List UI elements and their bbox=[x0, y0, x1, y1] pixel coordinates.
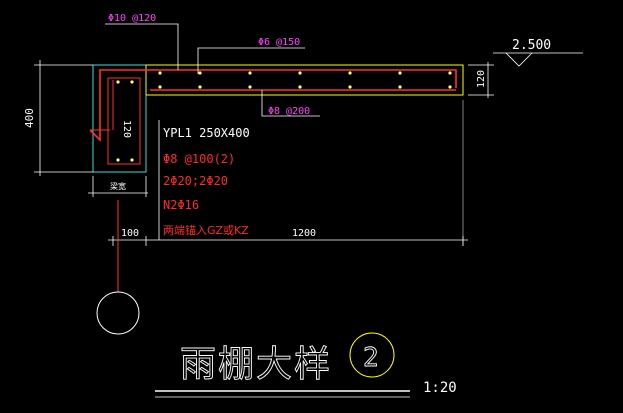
bottom-bar-callout: Φ8 @200 bbox=[268, 106, 310, 117]
detail-number-circle bbox=[349, 332, 395, 378]
right-slab-thickness: 120 bbox=[476, 70, 487, 88]
slab-outline bbox=[145, 64, 464, 96]
beam-outline bbox=[92, 64, 147, 173]
beam-stirrup bbox=[107, 77, 141, 165]
detail-number: 2 bbox=[363, 343, 379, 373]
dim-1200: 1200 bbox=[292, 228, 316, 239]
beam-height-dim: 400 bbox=[23, 108, 36, 128]
drawing-scale: 1:20 bbox=[423, 380, 457, 396]
bottom-bar-leader bbox=[261, 90, 320, 117]
side-bars-spec: N2Φ16 bbox=[163, 198, 199, 212]
main-bars-spec: 2Φ20;2Φ20 bbox=[163, 174, 228, 188]
dist-bar-callout: Φ6 @150 bbox=[258, 37, 300, 48]
axis-bubble bbox=[96, 291, 140, 335]
anchor-note: 两端锚入GZ或KZ bbox=[163, 223, 249, 237]
drawing-title: 雨棚大样 bbox=[180, 344, 332, 385]
stirrup-spec: Φ8 @100(2) bbox=[163, 152, 235, 166]
top-bar-leader bbox=[105, 23, 179, 70]
beam-name: YPL1 250X400 bbox=[163, 126, 250, 140]
left-slab-thickness: 120 bbox=[121, 120, 132, 138]
dim-100: 100 bbox=[121, 228, 139, 239]
beam-width-tag: 梁宽 bbox=[110, 181, 126, 191]
distribution-bar-dots bbox=[116, 71, 452, 162]
top-bar-callout: Φ10 @120 bbox=[108, 13, 156, 24]
top-rebar bbox=[89, 69, 457, 142]
elevation-triangle bbox=[505, 52, 533, 67]
dist-bar-leader bbox=[197, 47, 305, 74]
elevation-value: 2.500 bbox=[512, 38, 551, 53]
